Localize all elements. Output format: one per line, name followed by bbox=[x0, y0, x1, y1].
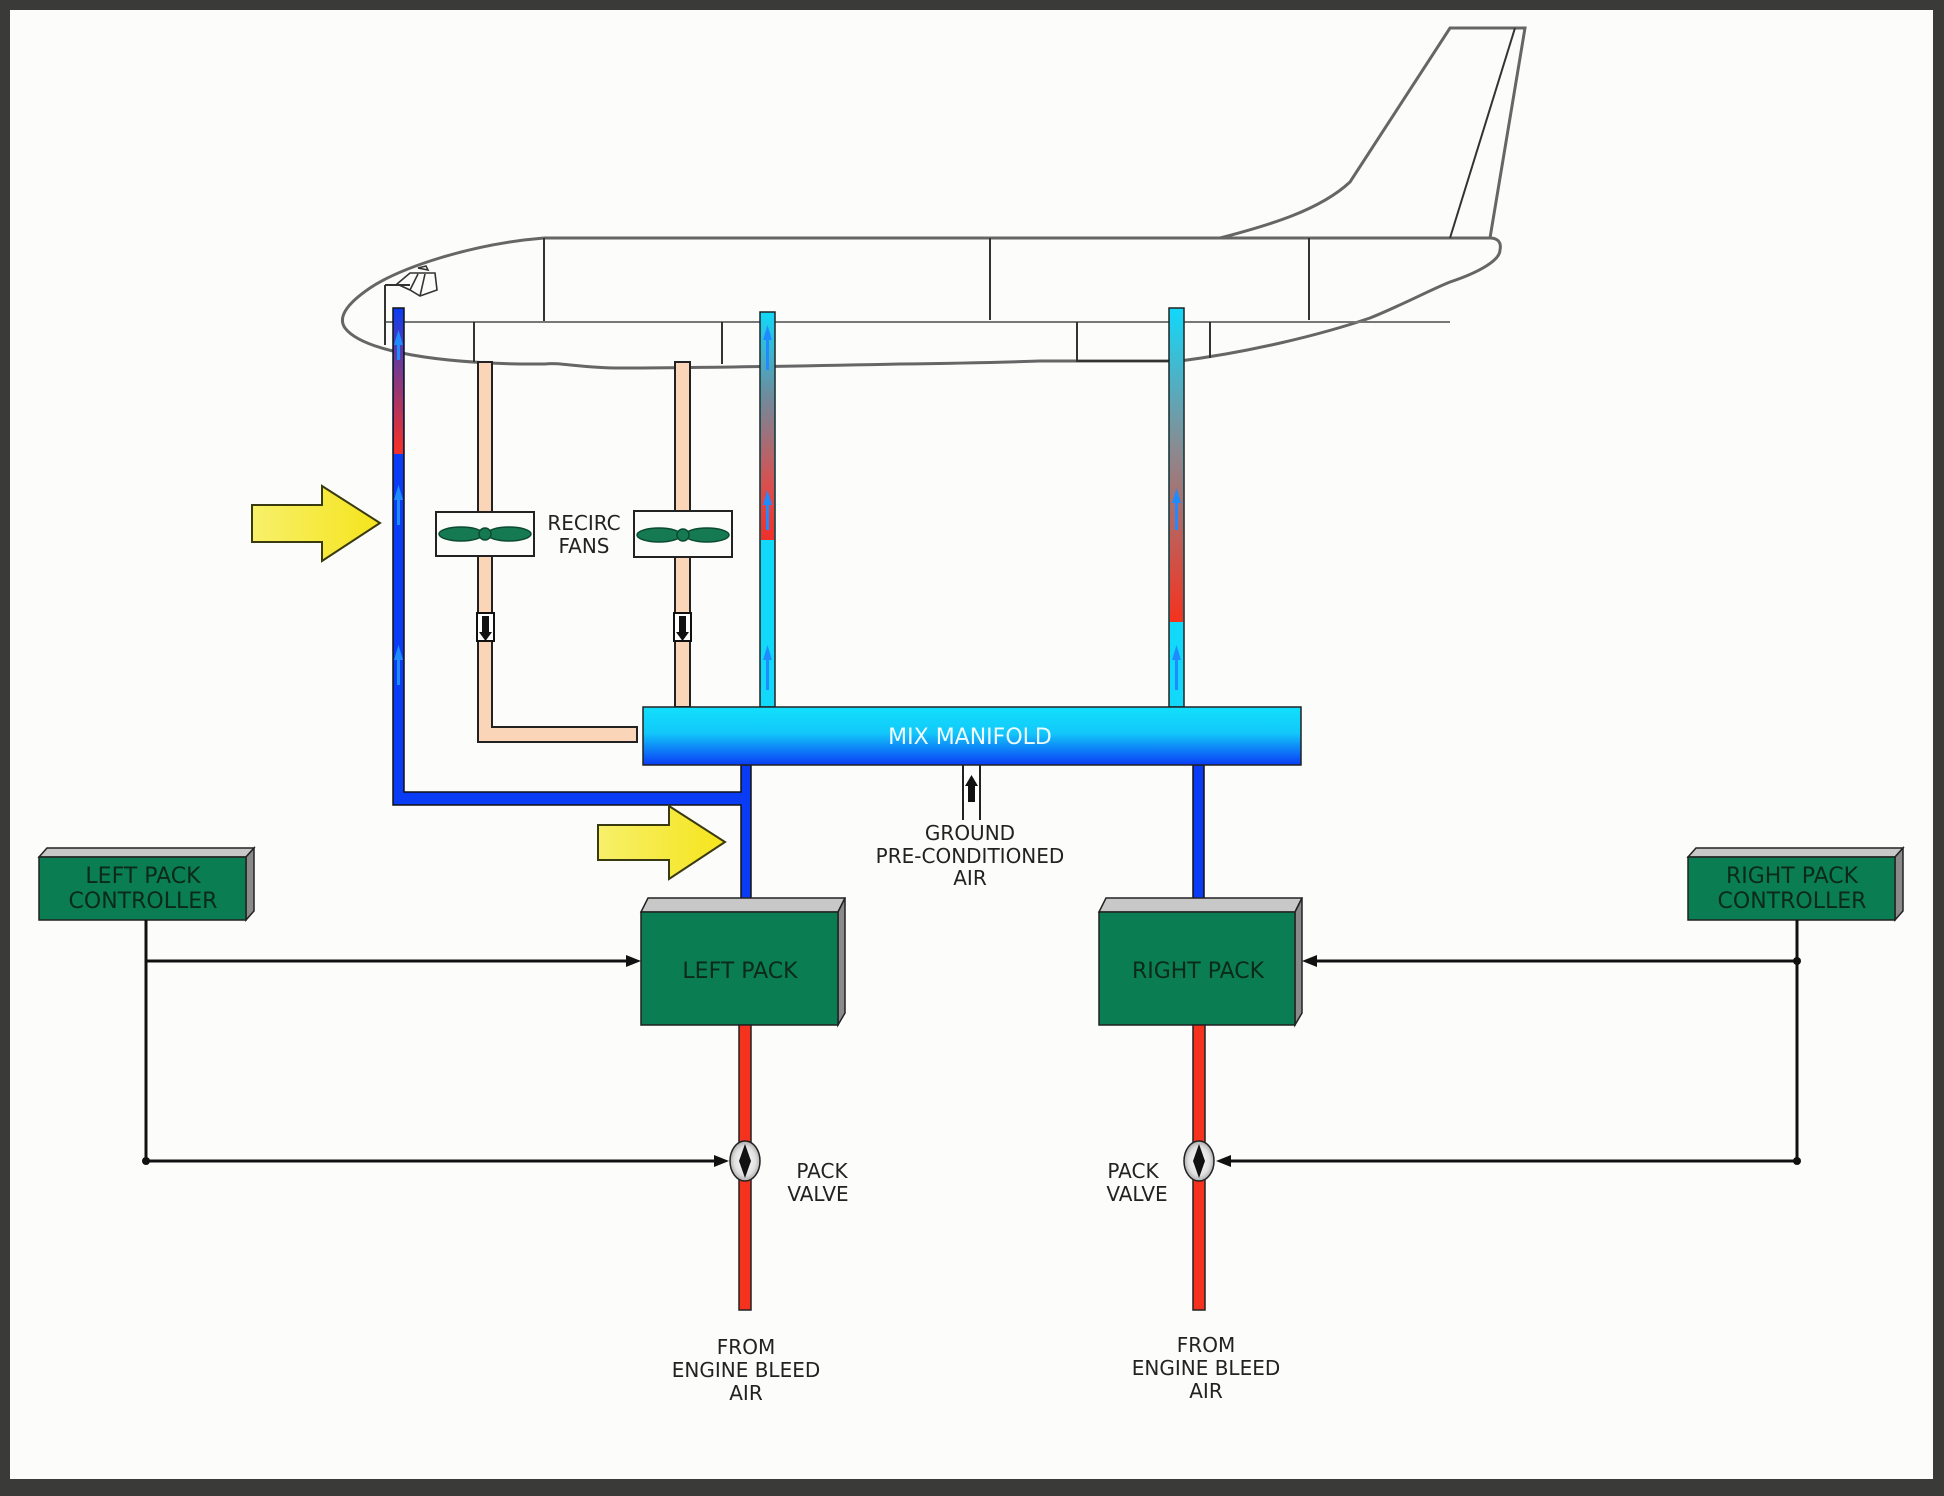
flow-arrow-icon bbox=[394, 330, 403, 685]
check-valve-icon bbox=[964, 770, 979, 802]
fan-icon bbox=[438, 526, 532, 542]
left-pack-valve-label-1: PACK bbox=[796, 1159, 848, 1183]
left-pack-controller-label-2: CONTROLLER bbox=[69, 889, 218, 914]
mix-manifold: MIX MANIFOLD bbox=[642, 706, 1302, 766]
right-pack-valve bbox=[1183, 1140, 1215, 1182]
valve-disc-icon bbox=[1193, 1144, 1205, 1178]
cockpit-window-icon bbox=[395, 265, 438, 297]
rudder-line bbox=[1449, 27, 1516, 239]
signal-arrow-icon bbox=[142, 955, 729, 1167]
ground-air-label-1: GROUND bbox=[925, 821, 1015, 845]
right-pack-outlet-duct bbox=[1192, 764, 1205, 904]
recirc-fans-label-1: RECIRC bbox=[547, 511, 620, 535]
aircraft-structure-lines bbox=[384, 27, 1516, 364]
right-pack: RIGHT PACK bbox=[1097, 897, 1304, 1028]
flow-arrow-icon bbox=[763, 325, 1181, 690]
right-pack-valve-label-1: PACK bbox=[1107, 1159, 1159, 1183]
check-valve-icon bbox=[673, 612, 692, 642]
left-pack-valve-label-2: VALVE bbox=[787, 1182, 848, 1206]
fan-icon bbox=[636, 527, 730, 543]
left-pack: LEFT PACK bbox=[639, 897, 847, 1028]
signal-arrow-icon bbox=[1216, 955, 1801, 1167]
right-pack-label: RIGHT PACK bbox=[1132, 959, 1265, 984]
vertical-stabilizer bbox=[1219, 26, 1527, 240]
ground-air-connection bbox=[962, 765, 981, 820]
mix-manifold-label: MIX MANIFOLD bbox=[888, 725, 1052, 750]
recirc-fan-2 bbox=[633, 510, 733, 558]
fuselage-tail-lower bbox=[1179, 236, 1502, 363]
left-bleed-label-3: AIR bbox=[729, 1381, 763, 1405]
right-pack-controller-label-2: CONTROLLER bbox=[1718, 889, 1867, 914]
right-bleed-label-3: AIR bbox=[1189, 1379, 1223, 1403]
valve-disc-icon bbox=[739, 1144, 751, 1178]
left-pack-controller: LEFT PACK CONTROLLER bbox=[37, 846, 256, 922]
left-pack-valve bbox=[729, 1140, 761, 1182]
flight-deck-supply-duct bbox=[392, 307, 752, 904]
right-pack-valve-label-2: VALVE bbox=[1106, 1182, 1167, 1206]
highlight-arrow-icon bbox=[597, 804, 727, 881]
right-pack-controller-label-1: RIGHT PACK bbox=[1726, 864, 1859, 889]
left-control-lines bbox=[144, 920, 716, 1163]
recirc-fan-1 bbox=[435, 511, 535, 557]
check-valve-icon bbox=[476, 612, 495, 642]
right-pack-controller: RIGHT PACK CONTROLLER bbox=[1686, 846, 1905, 922]
left-bleed-label-1: FROM bbox=[717, 1335, 775, 1359]
right-bleed-label-1: FROM bbox=[1177, 1333, 1235, 1357]
left-pack-controller-label-1: LEFT PACK bbox=[85, 864, 201, 889]
ground-air-label-2: PRE-CONDITIONED bbox=[876, 844, 1065, 868]
left-bleed-label-2: ENGINE BLEED bbox=[672, 1358, 821, 1382]
recirc-fans-label-2: FANS bbox=[558, 534, 609, 558]
left-pack-label: LEFT PACK bbox=[682, 959, 798, 984]
aircraft-outline bbox=[340, 26, 1527, 370]
recirc-duct-1 bbox=[477, 361, 638, 743]
fuselage-nose bbox=[340, 236, 545, 366]
right-bleed-label-2: ENGINE BLEED bbox=[1132, 1356, 1281, 1380]
highlight-arrow-icon bbox=[251, 484, 382, 563]
ground-air-label-3: AIR bbox=[953, 866, 987, 890]
fuselage-lower-line bbox=[520, 359, 1180, 370]
